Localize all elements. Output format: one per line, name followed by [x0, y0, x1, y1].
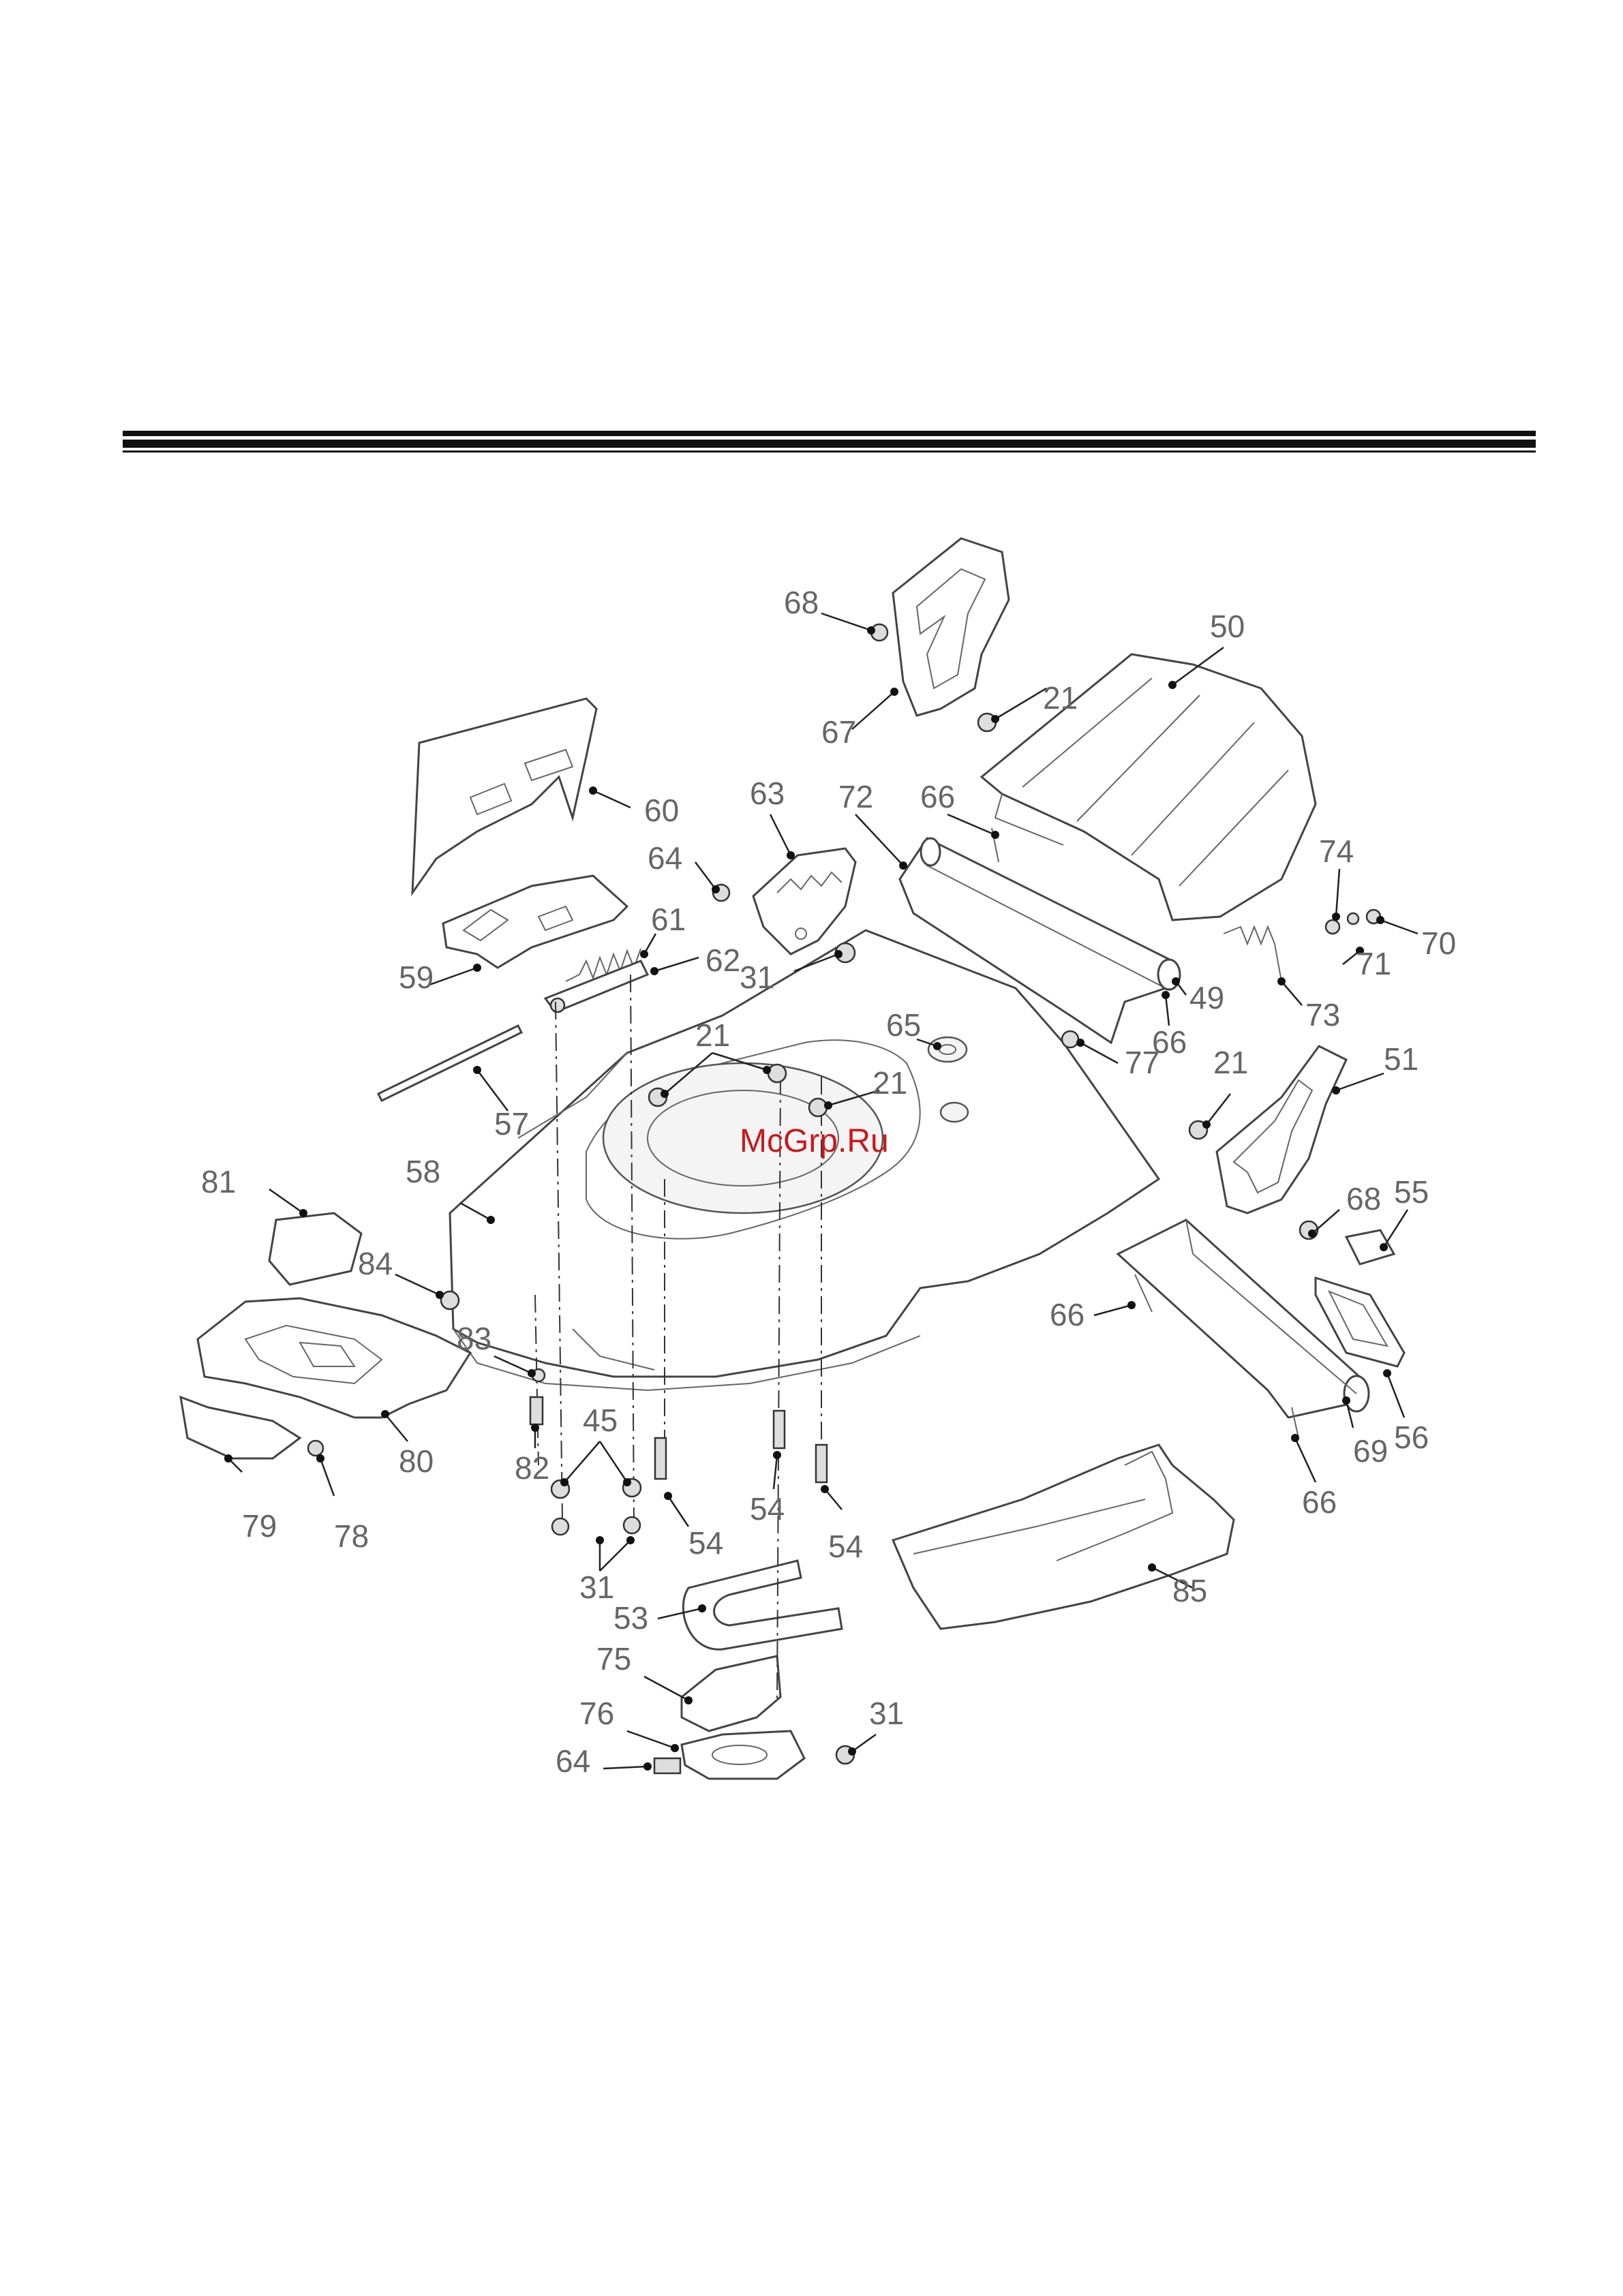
- callout-21: 21: [695, 1017, 730, 1053]
- callout-61: 61: [651, 902, 686, 937]
- callout-64: 64: [648, 840, 682, 876]
- callout-21: 21: [1213, 1045, 1248, 1080]
- part-53-blade: [683, 1561, 842, 1649]
- callout-60: 60: [644, 793, 679, 828]
- callout-54: 54: [828, 1529, 863, 1564]
- part-67-side-plate: [893, 538, 1009, 716]
- callout-74: 74: [1319, 833, 1354, 869]
- callout-62: 62: [706, 943, 740, 978]
- callout-78: 78: [334, 1518, 369, 1554]
- callout-85: 85: [1172, 1573, 1207, 1608]
- callout-64: 64: [556, 1743, 590, 1779]
- callout-53: 53: [613, 1600, 648, 1636]
- part-63-adjust-plate: [753, 848, 855, 954]
- callout-21: 21: [1043, 680, 1078, 716]
- callout-77: 77: [1125, 1045, 1159, 1080]
- part-75-blade-adapter: [682, 1656, 804, 1779]
- watermark: McGrp.Ru: [740, 1123, 889, 1159]
- callout-83: 83: [457, 1321, 491, 1356]
- callout-56: 56: [1394, 1420, 1429, 1455]
- callout-72: 72: [838, 779, 873, 814]
- callout-31: 31: [579, 1570, 614, 1605]
- callout-80: 80: [399, 1443, 434, 1479]
- callout-59: 59: [399, 960, 434, 995]
- callout-49: 49: [1189, 980, 1224, 1015]
- part-79-lower-skirt: [181, 1397, 300, 1458]
- callout-57: 57: [494, 1106, 529, 1142]
- callout-63: 63: [750, 776, 785, 811]
- callout-54: 54: [750, 1491, 785, 1527]
- part-59-adjust-cover: [443, 876, 627, 968]
- callout-66: 66: [1302, 1484, 1337, 1520]
- callout-68: 68: [784, 585, 819, 620]
- callout-31: 31: [740, 960, 774, 995]
- callout-75: 75: [596, 1641, 631, 1677]
- callout-79: 79: [242, 1508, 277, 1544]
- callout-81: 81: [201, 1164, 236, 1199]
- callout-76: 76: [579, 1696, 614, 1731]
- callout-82: 82: [515, 1450, 549, 1486]
- callout-68: 68: [1346, 1181, 1381, 1216]
- callout-73: 73: [1305, 997, 1340, 1032]
- part-81-insert: [269, 1213, 361, 1285]
- callout-21: 21: [873, 1065, 907, 1101]
- callout-45: 45: [583, 1403, 618, 1438]
- callout-65: 65: [886, 1007, 921, 1043]
- callout-84: 84: [358, 1246, 393, 1281]
- callout-51: 51: [1384, 1041, 1419, 1077]
- callout-66: 66: [1050, 1297, 1084, 1332]
- callout-54: 54: [688, 1525, 723, 1561]
- callout-70: 70: [1421, 925, 1456, 961]
- callout-50: 50: [1210, 609, 1245, 644]
- callout-66: 66: [920, 779, 955, 814]
- callout-31: 31: [869, 1696, 904, 1731]
- callout-71: 71: [1356, 946, 1391, 981]
- part-57-axle: [378, 1026, 521, 1101]
- part-80-front-bumper: [198, 1298, 470, 1418]
- part-60-rear-flap: [412, 699, 596, 893]
- callout-67: 67: [821, 714, 856, 750]
- part-50-rear-cover: [982, 654, 1316, 920]
- callout-55: 55: [1394, 1174, 1429, 1210]
- callout-58: 58: [406, 1154, 440, 1189]
- callout-69: 69: [1353, 1433, 1388, 1469]
